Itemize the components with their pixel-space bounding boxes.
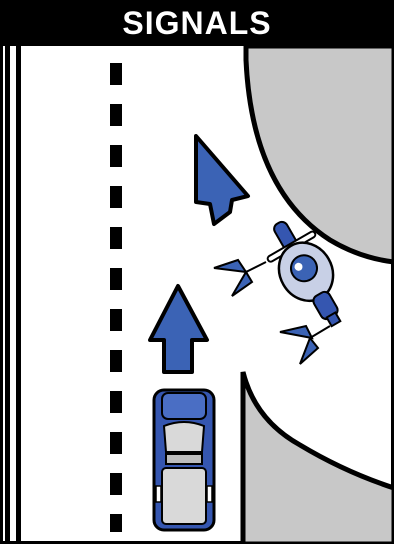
top-down-car-icon	[152, 388, 216, 532]
straight-arrow-icon	[148, 284, 209, 374]
hand-signal-arrow-icon	[279, 324, 331, 365]
diagonal-arrow-icon	[194, 134, 250, 226]
left-road-edge-outer	[5, 46, 10, 544]
hand-signal-arrow-icon	[213, 258, 267, 297]
road-scene	[5, 46, 394, 544]
top-down-motorcycle-icon	[266, 220, 342, 328]
left-road-edge-inner	[16, 46, 21, 544]
upper-right-curb	[243, 46, 394, 265]
lower-right-curb	[240, 371, 394, 544]
diagram-title: SIGNALS	[122, 4, 272, 41]
center-dashed-line	[110, 63, 122, 532]
title-bar: SIGNALS	[0, 0, 394, 46]
